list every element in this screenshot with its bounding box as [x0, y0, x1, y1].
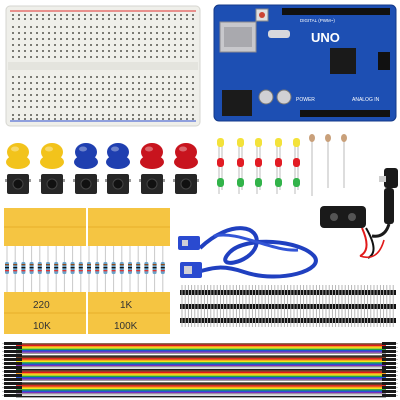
- board-analog-label: ANALOG IN: [352, 97, 380, 103]
- tactile-switch: [173, 174, 199, 194]
- button-caps: [6, 143, 198, 169]
- arduino-uno-board: UNO POWER ANALOG IN DIGITAL (PWM~): [213, 4, 397, 122]
- jumper-wires: [2, 342, 398, 398]
- jumper-connector-block: [382, 342, 398, 397]
- pin-header: [180, 313, 396, 327]
- resistor: [13, 246, 18, 292]
- usb-a-plug: [178, 236, 200, 250]
- led: [255, 178, 262, 194]
- resistor: [128, 246, 132, 292]
- resistor: [144, 246, 149, 292]
- photoresistors: [309, 134, 347, 196]
- button-cap: [174, 143, 198, 169]
- tactile-switch: [105, 174, 131, 194]
- resistor: [54, 246, 59, 292]
- button-cap: [40, 143, 64, 169]
- resistor-label-10k: 10K: [33, 321, 51, 332]
- resistor: [136, 246, 141, 292]
- resistor-strips: 220 1K 10K 100K: [4, 208, 170, 334]
- resistor: [5, 246, 9, 292]
- resistor-bodies: [5, 246, 165, 292]
- resistor-label-100k: 100K: [114, 321, 138, 332]
- photoresistor: [309, 134, 315, 196]
- resistor-label-1k: 1K: [120, 300, 133, 311]
- resistor: [111, 246, 116, 292]
- led: [217, 178, 224, 194]
- resistor: [21, 246, 26, 292]
- resistor: [37, 246, 42, 292]
- button-cap: [74, 143, 98, 169]
- pin-headers: [180, 285, 396, 327]
- photoresistor: [325, 134, 331, 188]
- tactile-switch: [39, 174, 65, 194]
- resistor: [95, 246, 100, 292]
- board-power-label: POWER: [296, 97, 315, 103]
- button-cap: [140, 143, 164, 169]
- dc-barrel-plug: [371, 168, 398, 238]
- resistor-label-220: 220: [33, 300, 50, 311]
- led: [275, 158, 282, 190]
- tactile-switches: [5, 174, 199, 194]
- led: [293, 178, 300, 194]
- button-cap: [106, 143, 130, 169]
- led: [275, 178, 282, 194]
- board-brand-label: UNO: [311, 30, 340, 45]
- jumper-connector-block: [2, 342, 22, 397]
- dc-jack: [222, 90, 252, 116]
- resistor: [160, 246, 165, 292]
- resistor: [46, 246, 50, 292]
- resistor: [70, 246, 75, 292]
- resistor: [152, 246, 157, 292]
- resistor: [119, 246, 124, 292]
- resistor: [62, 246, 67, 292]
- led: [237, 178, 244, 194]
- breadboard: [5, 5, 201, 127]
- button-cap: [6, 143, 30, 169]
- board-digital-label: DIGITAL (PWM~): [300, 18, 335, 23]
- tactile-switch: [73, 174, 99, 194]
- crystal: [268, 30, 290, 38]
- pin-header: [180, 299, 396, 313]
- resistor: [78, 246, 83, 292]
- pin-header: [180, 285, 396, 299]
- resistor: [87, 246, 91, 292]
- usb-cable: [178, 226, 318, 279]
- breadboard-holes: [12, 14, 194, 120]
- battery-clip: [320, 206, 385, 259]
- photoresistor: [341, 134, 347, 188]
- mcu-chip: [330, 48, 356, 74]
- leds: [217, 138, 300, 194]
- resistor: [29, 246, 34, 292]
- tactile-switch: [139, 174, 165, 194]
- resistor: [103, 246, 108, 292]
- tactile-switch: [5, 174, 31, 194]
